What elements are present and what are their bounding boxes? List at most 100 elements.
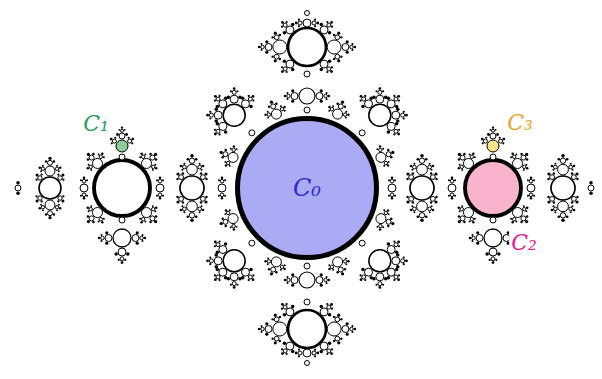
fractal-circle: [142, 158, 152, 168]
fractal-circle: [428, 165, 432, 169]
fractal-dust: [258, 328, 261, 331]
fractal-dust: [474, 156, 476, 158]
fractal-circle: [58, 176, 62, 180]
fractal-dust: [525, 164, 527, 166]
fractal-dust: [316, 22, 319, 25]
fractal-circle: [187, 164, 198, 175]
fractal-circle: [448, 184, 456, 192]
fractal-circle: [45, 200, 55, 210]
fractal-dust: [387, 130, 391, 134]
fractal-dust: [383, 165, 385, 167]
fractal-circle: [55, 167, 58, 170]
fractal-circle: [343, 260, 346, 263]
fractal-circle: [387, 268, 395, 276]
fractal-circle: [271, 257, 281, 267]
fractal-circle: [280, 265, 283, 268]
fractal-dust: [180, 209, 183, 212]
fractal-circle: [324, 278, 328, 282]
fractal-circle: [80, 184, 88, 192]
fractal-dust: [553, 201, 555, 203]
fractal-dust: [274, 314, 277, 317]
fractal-circle: [304, 107, 310, 113]
fractal-dust: [575, 200, 578, 203]
fractal-circle: [419, 158, 424, 163]
fractal-dust: [284, 264, 286, 266]
fractal-dust: [561, 154, 565, 158]
fractal-dust: [190, 218, 194, 222]
fractal-dust: [238, 95, 242, 99]
fractal-dust: [463, 221, 466, 224]
fractal-dust: [283, 106, 286, 109]
fractal-dust: [515, 220, 517, 222]
fractal-dust: [388, 213, 390, 215]
fractal-dust: [90, 169, 92, 171]
fractal-dust: [403, 117, 405, 119]
fractal-dust: [379, 145, 382, 148]
fractal-dust: [387, 209, 390, 212]
fractal-dust: [126, 252, 130, 256]
fractal-dust: [432, 165, 435, 168]
fractal-circle: [216, 129, 220, 133]
fractal-dust: [252, 95, 255, 98]
fractal-dust: [40, 173, 42, 175]
fractal-dust: [398, 100, 400, 102]
fractal-dust: [154, 153, 157, 156]
fractal-dust: [347, 114, 350, 117]
fractal-circle: [369, 104, 391, 126]
fractal-dust: [261, 331, 263, 333]
fractal-dust: [121, 127, 123, 129]
fractal-circle: [320, 26, 328, 34]
fractal-dust: [320, 284, 323, 287]
fractal-dust: [459, 210, 461, 212]
fractal-dust: [476, 242, 479, 245]
fractal-dust: [214, 100, 216, 102]
fractal-dust: [523, 169, 525, 171]
fractal-dust: [284, 279, 287, 282]
fractal-dust: [295, 352, 298, 355]
fractal-circle: [189, 213, 194, 218]
fractal-dust: [451, 176, 454, 179]
fractal-dust: [83, 197, 86, 200]
fractal-dust: [202, 209, 205, 212]
fractal-circle: [265, 44, 272, 51]
fractal-dust: [214, 108, 218, 112]
fractal-dust: [412, 172, 414, 174]
fractal-dust: [291, 284, 294, 287]
fractal-circle: [394, 275, 398, 279]
fractal-dust: [39, 207, 41, 209]
fractal-dust: [280, 105, 282, 107]
fractal-dust: [61, 174, 64, 177]
fractal-dust: [214, 253, 218, 257]
fractal-dust: [448, 179, 450, 181]
fractal-circle: [487, 140, 499, 152]
fractal-dust: [114, 252, 118, 256]
fractal-dust: [510, 218, 512, 220]
fractal-dust: [328, 60, 332, 64]
fractal-dust: [279, 58, 281, 60]
fractal-circle: [378, 282, 382, 286]
fractal-dust: [62, 195, 64, 197]
fractal-circle: [45, 166, 55, 176]
fractal-dust: [413, 163, 415, 165]
fractal-circle: [216, 243, 220, 247]
fractal-dust: [502, 138, 505, 141]
fractal-dust: [511, 153, 514, 156]
fractal-circle: [274, 35, 279, 40]
fractal-circle: [248, 275, 252, 279]
fractal-dust: [42, 209, 44, 211]
fractal-dust: [88, 210, 90, 212]
fractal-circle: [271, 109, 281, 119]
fractal-dust: [316, 352, 319, 355]
fractal-circle: [112, 139, 116, 143]
fractal-dust: [333, 340, 335, 342]
fractal-dust: [205, 196, 207, 198]
fractal-dust: [274, 59, 277, 62]
fractal-circle: [118, 248, 126, 256]
fractal-dust: [326, 21, 328, 23]
fractal-dust: [320, 305, 324, 309]
fractal-dust: [551, 165, 554, 168]
fractal-dust: [326, 98, 328, 100]
fractal-circle: [491, 257, 495, 261]
fractal-circle: [232, 282, 236, 286]
fractal-circle: [335, 35, 340, 40]
